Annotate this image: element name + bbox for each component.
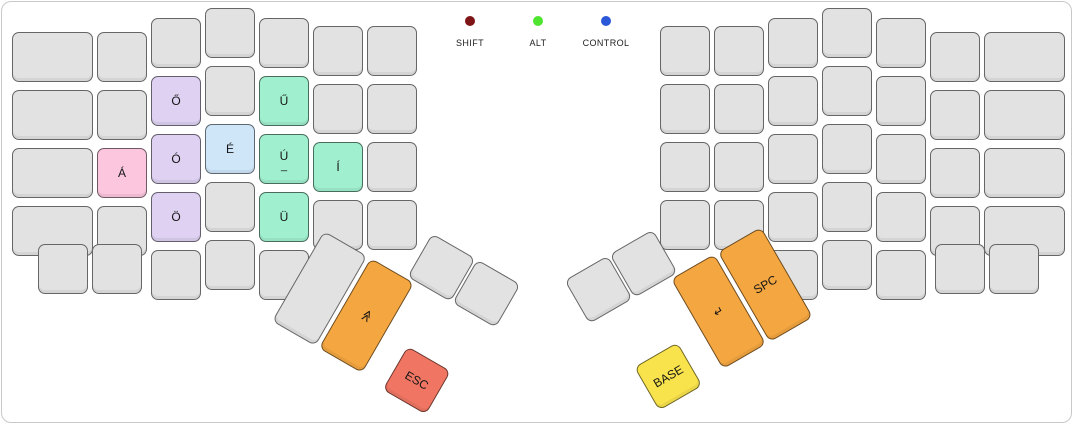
key-blank[interactable] [259, 18, 309, 68]
key-blank[interactable] [822, 66, 872, 116]
key-blank[interactable] [876, 18, 926, 68]
key-blank[interactable] [768, 134, 818, 184]
key-base[interactable]: BASE [634, 342, 703, 411]
alt-color-dot [533, 16, 543, 26]
key-blank[interactable] [151, 18, 201, 68]
key-blank[interactable] [768, 76, 818, 126]
key-blank[interactable] [313, 26, 363, 76]
key-label: Ü [279, 210, 289, 224]
key-esc[interactable]: ESC [382, 346, 451, 415]
key-blank[interactable] [97, 32, 147, 82]
key-blank[interactable] [205, 8, 255, 58]
key-blank[interactable] [367, 84, 417, 134]
key-label: Á [117, 166, 126, 180]
key-label: SPC [751, 272, 780, 297]
key-blank[interactable] [984, 32, 1065, 82]
legend-label-alt: ALT [529, 38, 547, 48]
key-blank[interactable] [984, 148, 1065, 198]
key-blank[interactable] [876, 76, 926, 126]
key-blank[interactable] [660, 142, 710, 192]
legend-label-shift: SHIFT [456, 38, 484, 48]
key-blank[interactable] [930, 148, 980, 198]
legend-item-control: CONTROL [572, 16, 640, 48]
key-blank[interactable] [205, 240, 255, 290]
key-label: Ő [171, 94, 181, 108]
key-label: ≫ [357, 306, 376, 325]
key-blank[interactable] [12, 32, 93, 82]
key-blank[interactable] [714, 142, 764, 192]
key-blank[interactable] [367, 26, 417, 76]
key-blank[interactable] [876, 192, 926, 242]
key-blank[interactable] [660, 84, 710, 134]
key-o-acute[interactable]: Ó [151, 134, 201, 184]
key-blank[interactable] [876, 134, 926, 184]
key-blank[interactable] [97, 90, 147, 140]
key-blank[interactable] [367, 200, 417, 250]
key-blank[interactable] [822, 124, 872, 174]
control-color-dot [601, 16, 611, 26]
key-label: ESC [402, 368, 431, 393]
key-blank[interactable] [714, 26, 764, 76]
key-u-acute[interactable]: Ú_ [259, 134, 309, 184]
legend-label-control: CONTROL [582, 38, 630, 48]
shift-color-dot [465, 16, 475, 26]
key-blank[interactable] [660, 200, 710, 250]
key-blank[interactable] [935, 244, 985, 294]
key-blank[interactable] [984, 90, 1065, 140]
key-blank[interactable] [12, 148, 93, 198]
key-blank[interactable] [38, 244, 88, 294]
key-blank[interactable] [714, 84, 764, 134]
key-blank[interactable] [930, 32, 980, 82]
key-a-acute[interactable]: Á [97, 148, 147, 198]
key-label: Ú [279, 149, 289, 163]
key-label: É [225, 142, 234, 156]
legend-item-alt: ALT [504, 16, 572, 48]
key-label: Ű [279, 94, 289, 108]
key-e-acute[interactable]: É [205, 124, 255, 174]
key-label: BASE [650, 362, 686, 391]
key-u-double-acute[interactable]: Ű [259, 76, 309, 126]
key-blank[interactable] [660, 26, 710, 76]
key-label: Ö [171, 210, 181, 224]
modifier-legend: SHIFT ALT CONTROL [436, 16, 640, 48]
key-blank[interactable] [313, 84, 363, 134]
key-blank[interactable] [822, 240, 872, 290]
key-blank[interactable] [822, 8, 872, 58]
key-i-acute[interactable]: Í [313, 142, 363, 192]
key-blank[interactable] [876, 250, 926, 300]
key-blank[interactable] [92, 244, 142, 294]
key-label: Ó [171, 152, 181, 166]
key-blank[interactable] [205, 182, 255, 232]
key-blank[interactable] [989, 244, 1039, 294]
key-blank[interactable] [930, 90, 980, 140]
key-blank[interactable] [768, 192, 818, 242]
key-label: ↵ [710, 302, 727, 321]
key-blank[interactable] [12, 90, 93, 140]
key-blank[interactable] [151, 250, 201, 300]
key-o-umlaut[interactable]: Ö [151, 192, 201, 242]
key-blank[interactable] [205, 66, 255, 116]
key-blank[interactable] [768, 18, 818, 68]
legend-item-shift: SHIFT [436, 16, 504, 48]
key-o-double-acute[interactable]: Ő [151, 76, 201, 126]
key-label: Í [336, 160, 340, 174]
key-blank[interactable] [367, 142, 417, 192]
key-u-umlaut[interactable]: Ü [259, 192, 309, 242]
key-sublabel: _ [280, 160, 288, 172]
key-blank[interactable] [822, 182, 872, 232]
